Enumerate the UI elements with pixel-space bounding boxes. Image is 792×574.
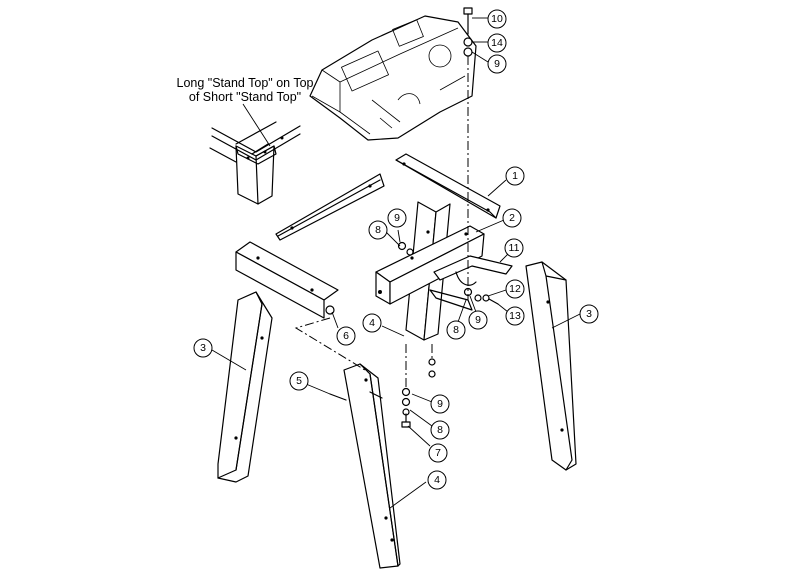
assembly-note: Long "Stand Top" on Top of Short "Stand … (150, 76, 340, 104)
callout-11: 11 (504, 238, 524, 258)
callout-11-label: 11 (509, 242, 520, 254)
callout-7-label: 7 (435, 447, 441, 459)
callout-9-top-label: 9 (494, 58, 500, 70)
callout-13-label: 13 (509, 310, 521, 322)
callout-9-top: 9 (487, 54, 507, 74)
callout-9-lower-label: 9 (437, 398, 443, 410)
short-stand-top-rail (275, 173, 385, 241)
callout-4-upper-label: 4 (369, 317, 375, 329)
callout-8-mid: 8 (368, 220, 388, 240)
callout-6-label: 6 (343, 330, 349, 342)
callout-4-lower-label: 4 (434, 474, 440, 486)
callout-14-label: 14 (491, 37, 503, 49)
part-3-right-leg (525, 261, 577, 471)
saw-head (309, 15, 477, 141)
callout-8-lower-label: 8 (437, 424, 443, 436)
part-3-left-leg (217, 291, 273, 483)
callout-9-right-label: 9 (475, 314, 481, 326)
callout-8-right: 8 (446, 320, 466, 340)
callout-4-upper: 4 (362, 313, 382, 333)
callout-6: 6 (336, 326, 356, 346)
callout-14: 14 (487, 33, 507, 53)
callout-1: 1 (505, 166, 525, 186)
callout-8-right-label: 8 (453, 324, 459, 336)
callout-10: 10 (487, 9, 507, 29)
stand-top-detail (209, 103, 301, 205)
hardware (325, 7, 499, 428)
callout-5-label: 5 (296, 375, 302, 387)
assembly-note-line-2: of Short "Stand Top" (188, 90, 302, 104)
callout-9-right: 9 (468, 310, 488, 330)
callout-12: 12 (505, 279, 525, 299)
callout-7: 7 (428, 443, 448, 463)
part-2-stand-top (375, 225, 485, 305)
callout-8-lower: 8 (430, 420, 450, 440)
callout-3-right-label: 3 (586, 308, 592, 320)
callout-2-label: 2 (509, 212, 515, 224)
left-stand-top (235, 241, 339, 319)
callout-9-lower: 9 (430, 394, 450, 414)
callout-3-right: 3 (579, 304, 599, 324)
callout-9-mid: 9 (387, 208, 407, 228)
callouts: 10 14 9 1 9 8 2 11 12 9 13 8 6 4 3 3 5 9… (193, 9, 599, 490)
callout-9-mid-label: 9 (394, 212, 400, 224)
alignment-lines (294, 56, 469, 390)
callout-13: 13 (505, 306, 525, 326)
callout-3-left: 3 (193, 338, 213, 358)
assembly-note-line-1: Long "Stand Top" on Top (176, 76, 314, 90)
callout-1-label: 1 (512, 170, 518, 182)
part-1-stand-top (395, 153, 501, 219)
callout-10-label: 10 (491, 13, 503, 25)
leader-lines (211, 17, 581, 509)
part-4-front-leg (343, 363, 401, 569)
part-11-bracket (429, 255, 513, 311)
callout-2: 2 (502, 208, 522, 228)
callout-12-label: 12 (509, 283, 521, 295)
callout-3-left-label: 3 (200, 342, 206, 354)
callout-8-mid-label: 8 (375, 224, 381, 236)
callout-4-lower: 4 (427, 470, 447, 490)
callout-5: 5 (289, 371, 309, 391)
